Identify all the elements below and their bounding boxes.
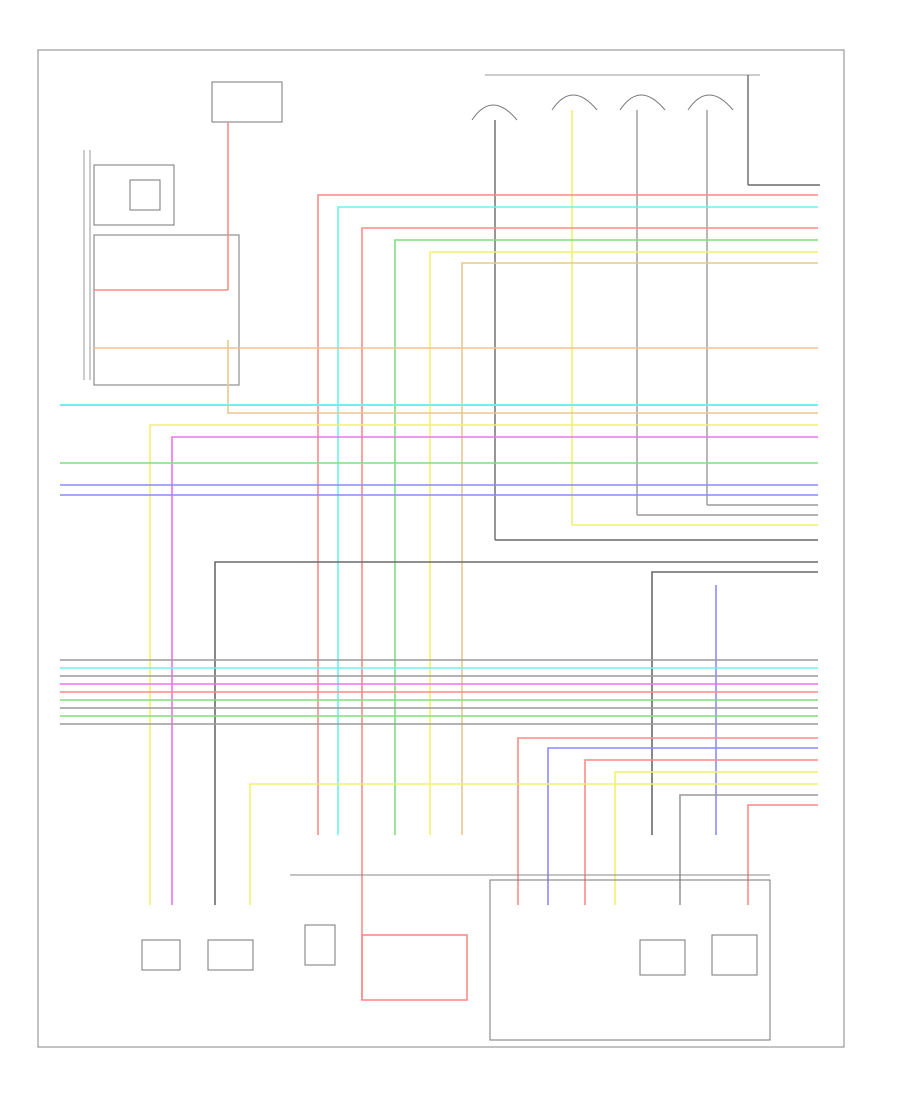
pressure-switch-box	[304, 924, 336, 966]
input-speed-sensor	[711, 934, 758, 976]
ignition-switch-box	[93, 164, 175, 226]
solenoid-group-loop	[361, 934, 468, 1001]
wire-yellow-2	[149, 424, 818, 905]
diagram-frame	[37, 49, 845, 1048]
wire-dkgray-1	[214, 561, 818, 905]
wire-tan-2	[227, 340, 818, 414]
top-relay	[94, 81, 283, 291]
wire-green-1	[394, 239, 818, 835]
fuse-block-box	[93, 234, 240, 386]
wire-yellow-1	[429, 251, 818, 835]
vehicle-speed-sensor	[141, 939, 181, 971]
top-right-connectors	[471, 74, 820, 540]
lower-right-wires	[249, 737, 818, 905]
wire-tan-1	[461, 262, 818, 835]
mid-harness	[214, 561, 818, 905]
lower-bus	[60, 659, 818, 725]
wire-red-1	[317, 194, 818, 835]
transaxle-assy-box	[489, 879, 771, 1041]
left-module	[83, 150, 240, 386]
wire-magenta-1	[171, 436, 818, 905]
output-speed-sensor	[639, 939, 686, 976]
bottom-components	[141, 879, 771, 1041]
upper-harness	[60, 194, 818, 1000]
engine-speed-sensor	[207, 939, 254, 971]
wire-red-2	[361, 227, 818, 1000]
wire-cyan-1	[337, 206, 818, 835]
